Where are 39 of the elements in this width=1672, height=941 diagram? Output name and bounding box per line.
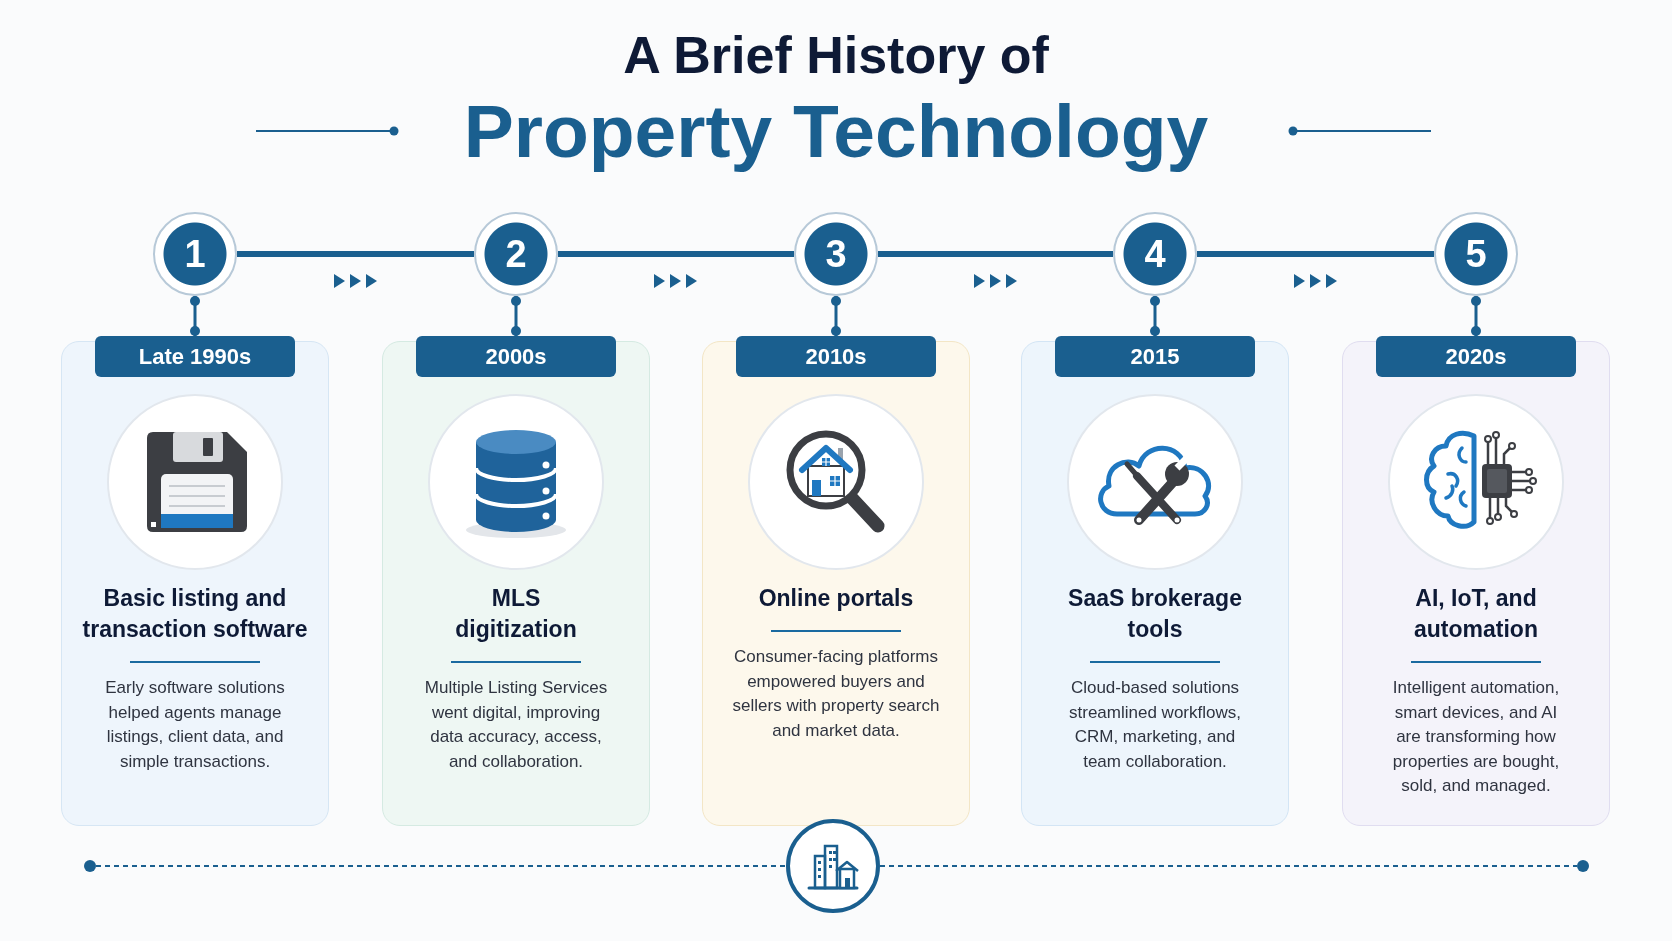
step-number-circle: 2	[474, 212, 558, 296]
timeline-card	[1342, 341, 1610, 826]
card-heading: MLS digitization	[454, 584, 578, 644]
card-heading: SaaS brokerage tools	[1067, 584, 1243, 644]
connector-line	[1150, 296, 1160, 336]
connector-line	[190, 296, 200, 336]
date-tab: 2020s	[1376, 336, 1576, 377]
card-description: Consumer-facing platforms empowered buyers and sellers with property search and market data.	[731, 646, 941, 742]
endpoint-dot	[84, 860, 96, 872]
card-description: Multiple Listing Services went digital, improving data accuracy, access, and collaboration.	[423, 677, 609, 773]
step-number-circle: 3	[794, 212, 878, 296]
timeline-line	[1197, 251, 1434, 257]
date-tab: 2000s	[416, 336, 616, 377]
card-heading: AI, IoT, and automation	[1413, 584, 1539, 644]
dashed-line	[95, 865, 787, 867]
timeline-line	[237, 251, 474, 257]
card-description: Early software solutions helped agents manage listings, client data, and simple transactions.	[104, 677, 286, 773]
connector-line	[511, 296, 521, 336]
endpoint-dot	[1577, 860, 1589, 872]
date-tab: 2010s	[736, 336, 936, 377]
title: A Brief History of Property Technology	[463, 25, 1209, 175]
timeline-card	[1021, 341, 1289, 826]
timeline-line	[878, 251, 1113, 257]
timeline-line	[558, 251, 794, 257]
timeline-card	[61, 341, 329, 826]
connector-line	[1471, 296, 1481, 336]
card-description: Intelligent automation, smart devices, and AI are transforming how properties are bought, sold, and managed.	[1391, 677, 1561, 797]
timeline-card	[382, 341, 650, 826]
card-description: Cloud-based solutions streamlined workflows, CRM, marketing, and team collaboration.	[1068, 677, 1242, 773]
step-number-circle: 4	[1113, 212, 1197, 296]
date-tab: Late 1990s	[95, 336, 295, 377]
dashed-line	[879, 865, 1578, 867]
step-number-circle: 1	[153, 212, 237, 296]
card-heading: Basic listing and transaction software	[81, 584, 309, 644]
card-heading: Online portals	[757, 584, 915, 613]
step-number-circle: 5	[1434, 212, 1518, 296]
connector-line	[831, 296, 841, 336]
timeline-card	[702, 341, 970, 826]
date-tab: 2015	[1055, 336, 1255, 377]
